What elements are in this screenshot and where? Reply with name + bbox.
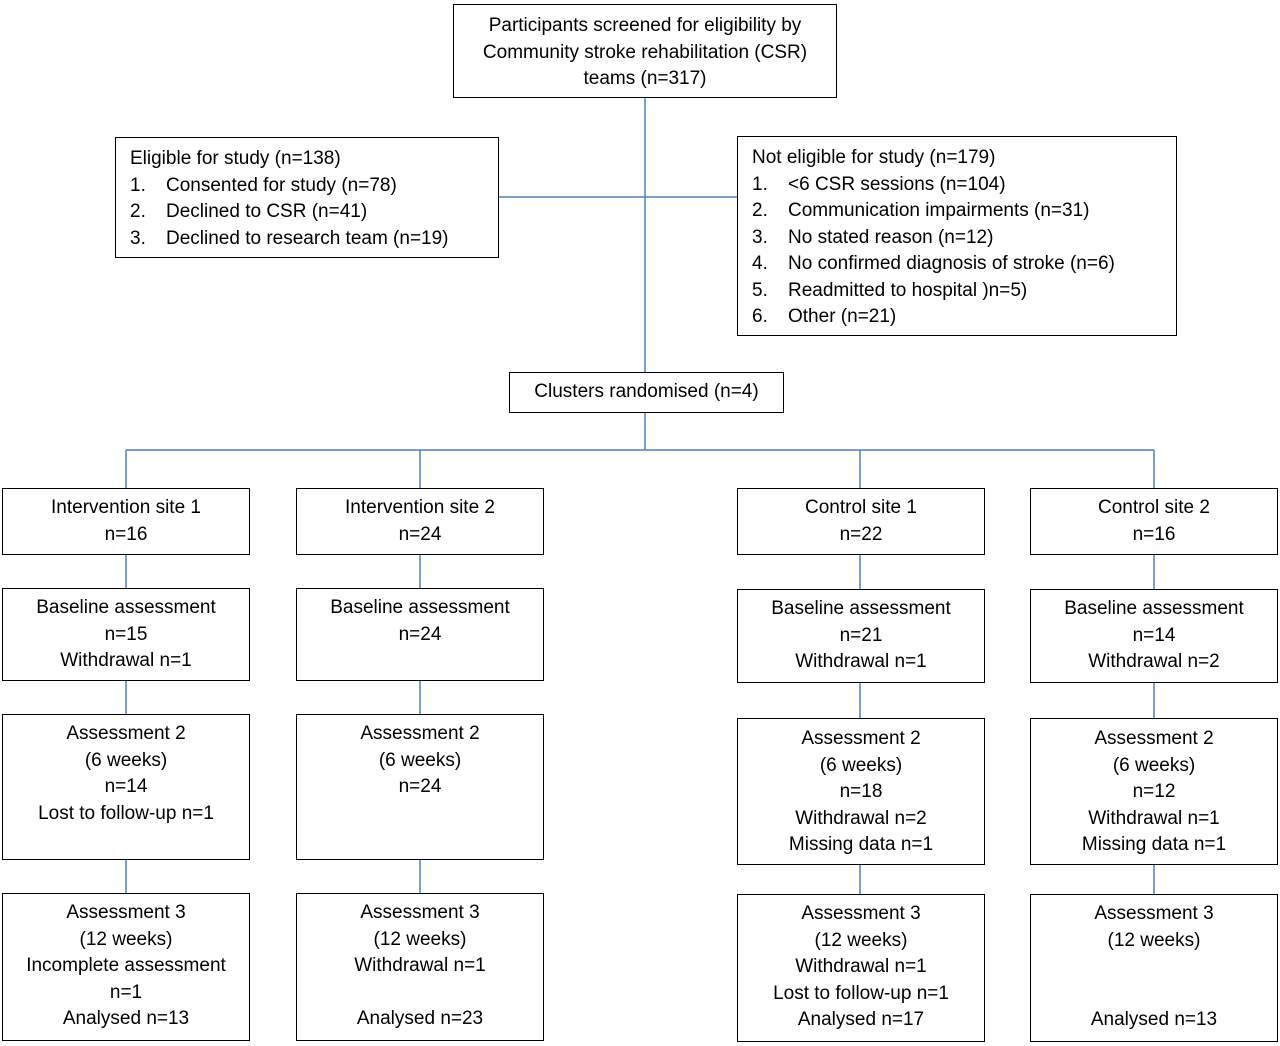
site-name: Control site 2: [1098, 497, 1210, 518]
assessment3-box-4: Assessment 3 (12 weeks) Analysed n=13: [1030, 894, 1278, 1042]
assessment2-box-1: Assessment 2 (6 weeks) n=14 Lost to foll…: [2, 714, 250, 860]
site-name: Intervention site 1: [51, 497, 201, 518]
not-eligible-item: 5.Readmitted to hospital )n=5): [752, 279, 1028, 301]
assessment2-box-4: Assessment 2 (6 weeks) n=12 Withdrawal n…: [1030, 718, 1278, 865]
screening-box: Participants screened for eligibility by…: [453, 4, 837, 98]
baseline-line: Baseline assessment: [1064, 598, 1244, 619]
assessment3-box-1: Assessment 3 (12 weeks) Incomplete asses…: [2, 893, 250, 1041]
site-count: n=22: [839, 523, 883, 545]
baseline-line: Baseline assessment: [36, 597, 216, 618]
baseline-line: Baseline assessment: [330, 597, 510, 618]
assessment2-line: (6 weeks): [84, 749, 168, 771]
not-eligible-item: 1.<6 CSR sessions (n=104): [752, 173, 1006, 195]
screening-line-3: teams (n=317): [583, 68, 707, 89]
assessment2-line: n=12: [1132, 781, 1176, 802]
assessment3-line: (12 weeks): [373, 928, 467, 950]
assessment3-line: Analysed n=13: [62, 1008, 190, 1029]
site-box-4: Control site 2 n=16: [1030, 488, 1278, 555]
assessment3-line: Withdrawal n=1: [354, 955, 486, 976]
assessment2-line: n=24: [398, 776, 442, 797]
baseline-line: n=15: [104, 623, 148, 645]
assessment2-line: Lost to follow-up n=1: [38, 802, 214, 824]
assessment2-line: Assessment 2: [1094, 728, 1214, 749]
assessment2-line: Missing data n=1: [788, 834, 934, 855]
assessment2-line: (6 weeks): [819, 754, 903, 776]
site-count: n=16: [104, 523, 148, 545]
baseline-box-2: Baseline assessment n=24: [296, 588, 544, 681]
assessment2-box-3: Assessment 2 (6 weeks) n=18 Withdrawal n…: [737, 718, 985, 865]
not-eligible-item: 2.Communication impairments (n=31): [752, 200, 1090, 221]
assessment3-line: Assessment 3: [66, 902, 186, 923]
eligible-item: 1.Consented for study (n=78): [130, 174, 397, 196]
baseline-box-3: Baseline assessment n=21 Withdrawal n=1: [737, 589, 985, 683]
screening-line-2: Community stroke rehabilitation (CSR): [482, 41, 808, 63]
assessment2-line: n=18: [839, 781, 883, 802]
baseline-line: n=21: [839, 624, 883, 646]
assessment2-line: Missing data n=1: [1081, 834, 1227, 855]
assessment3-line: Assessment 3: [1094, 903, 1214, 924]
assessment3-line: n=1: [109, 981, 143, 1003]
eligible-box: Eligible for study (n=138) 1.Consented f…: [115, 137, 499, 258]
not-eligible-item: 4.No confirmed diagnosis of stroke (n=6): [752, 253, 1115, 274]
not-eligible-item: 3.No stated reason (n=12): [752, 226, 994, 248]
assessment2-line: Assessment 2: [360, 723, 480, 744]
assessment2-line: Withdrawal n=2: [795, 807, 927, 829]
screening-line-1: Participants screened for eligibility by: [488, 15, 802, 36]
site-box-2: Intervention site 2 n=24: [296, 488, 544, 555]
assessment2-line: Withdrawal n=1: [1088, 807, 1220, 829]
baseline-box-1: Baseline assessment n=15 Withdrawal n=1: [2, 588, 250, 681]
assessment2-line: (6 weeks): [378, 749, 462, 771]
randomised-box: Clusters randomised (n=4): [509, 372, 784, 413]
site-count: n=24: [398, 523, 442, 545]
randomised-label: Clusters randomised (n=4): [534, 381, 759, 402]
not-eligible-title: Not eligible for study (n=179): [752, 147, 996, 168]
assessment2-line: Assessment 2: [66, 723, 186, 744]
baseline-line: Withdrawal n=2: [1088, 651, 1220, 672]
assessment3-box-2: Assessment 3 (12 weeks) Withdrawal n=1 A…: [296, 893, 544, 1041]
site-box-1: Intervention site 1 n=16: [2, 488, 250, 555]
assessment3-line: Lost to follow-up n=1: [773, 982, 949, 1004]
not-eligible-item: 6.Other (n=21): [752, 306, 897, 327]
site-name: Intervention site 2: [345, 497, 495, 518]
eligible-item: 2.Declined to CSR (n=41): [130, 201, 368, 222]
assessment3-line: Analysed n=17: [797, 1009, 925, 1030]
site-count: n=16: [1132, 523, 1176, 545]
baseline-line: Withdrawal n=1: [60, 650, 192, 671]
baseline-line: Baseline assessment: [771, 598, 951, 619]
eligible-item: 3.Declined to research team (n=19): [130, 227, 449, 249]
assessment2-line: n=14: [104, 776, 148, 797]
assessment3-line: (12 weeks): [814, 929, 908, 951]
assessment3-line: Assessment 3: [360, 902, 480, 923]
assessment3-line: Incomplete assessment: [26, 955, 226, 976]
assessment2-box-2: Assessment 2 (6 weeks) n=24: [296, 714, 544, 860]
eligible-title: Eligible for study (n=138): [130, 148, 341, 169]
assessment3-line: Analysed n=13: [1090, 1009, 1218, 1030]
baseline-line: n=14: [1132, 624, 1176, 646]
assessment3-line: Analysed n=23: [356, 1008, 484, 1029]
assessment2-line: Assessment 2: [801, 728, 921, 749]
assessment3-box-3: Assessment 3 (12 weeks) Withdrawal n=1 L…: [737, 894, 985, 1042]
assessment3-line: (12 weeks): [1107, 929, 1201, 951]
baseline-box-4: Baseline assessment n=14 Withdrawal n=2: [1030, 589, 1278, 683]
baseline-line: n=24: [398, 623, 442, 645]
assessment2-line: (6 weeks): [1112, 754, 1196, 776]
not-eligible-box: Not eligible for study (n=179) 1.<6 CSR …: [737, 136, 1177, 336]
site-box-3: Control site 1 n=22: [737, 488, 985, 555]
assessment3-line: (12 weeks): [79, 928, 173, 950]
site-name: Control site 1: [805, 497, 917, 518]
assessment3-line: Assessment 3: [801, 903, 921, 924]
assessment3-line: Withdrawal n=1: [795, 956, 927, 977]
baseline-line: Withdrawal n=1: [795, 651, 927, 672]
